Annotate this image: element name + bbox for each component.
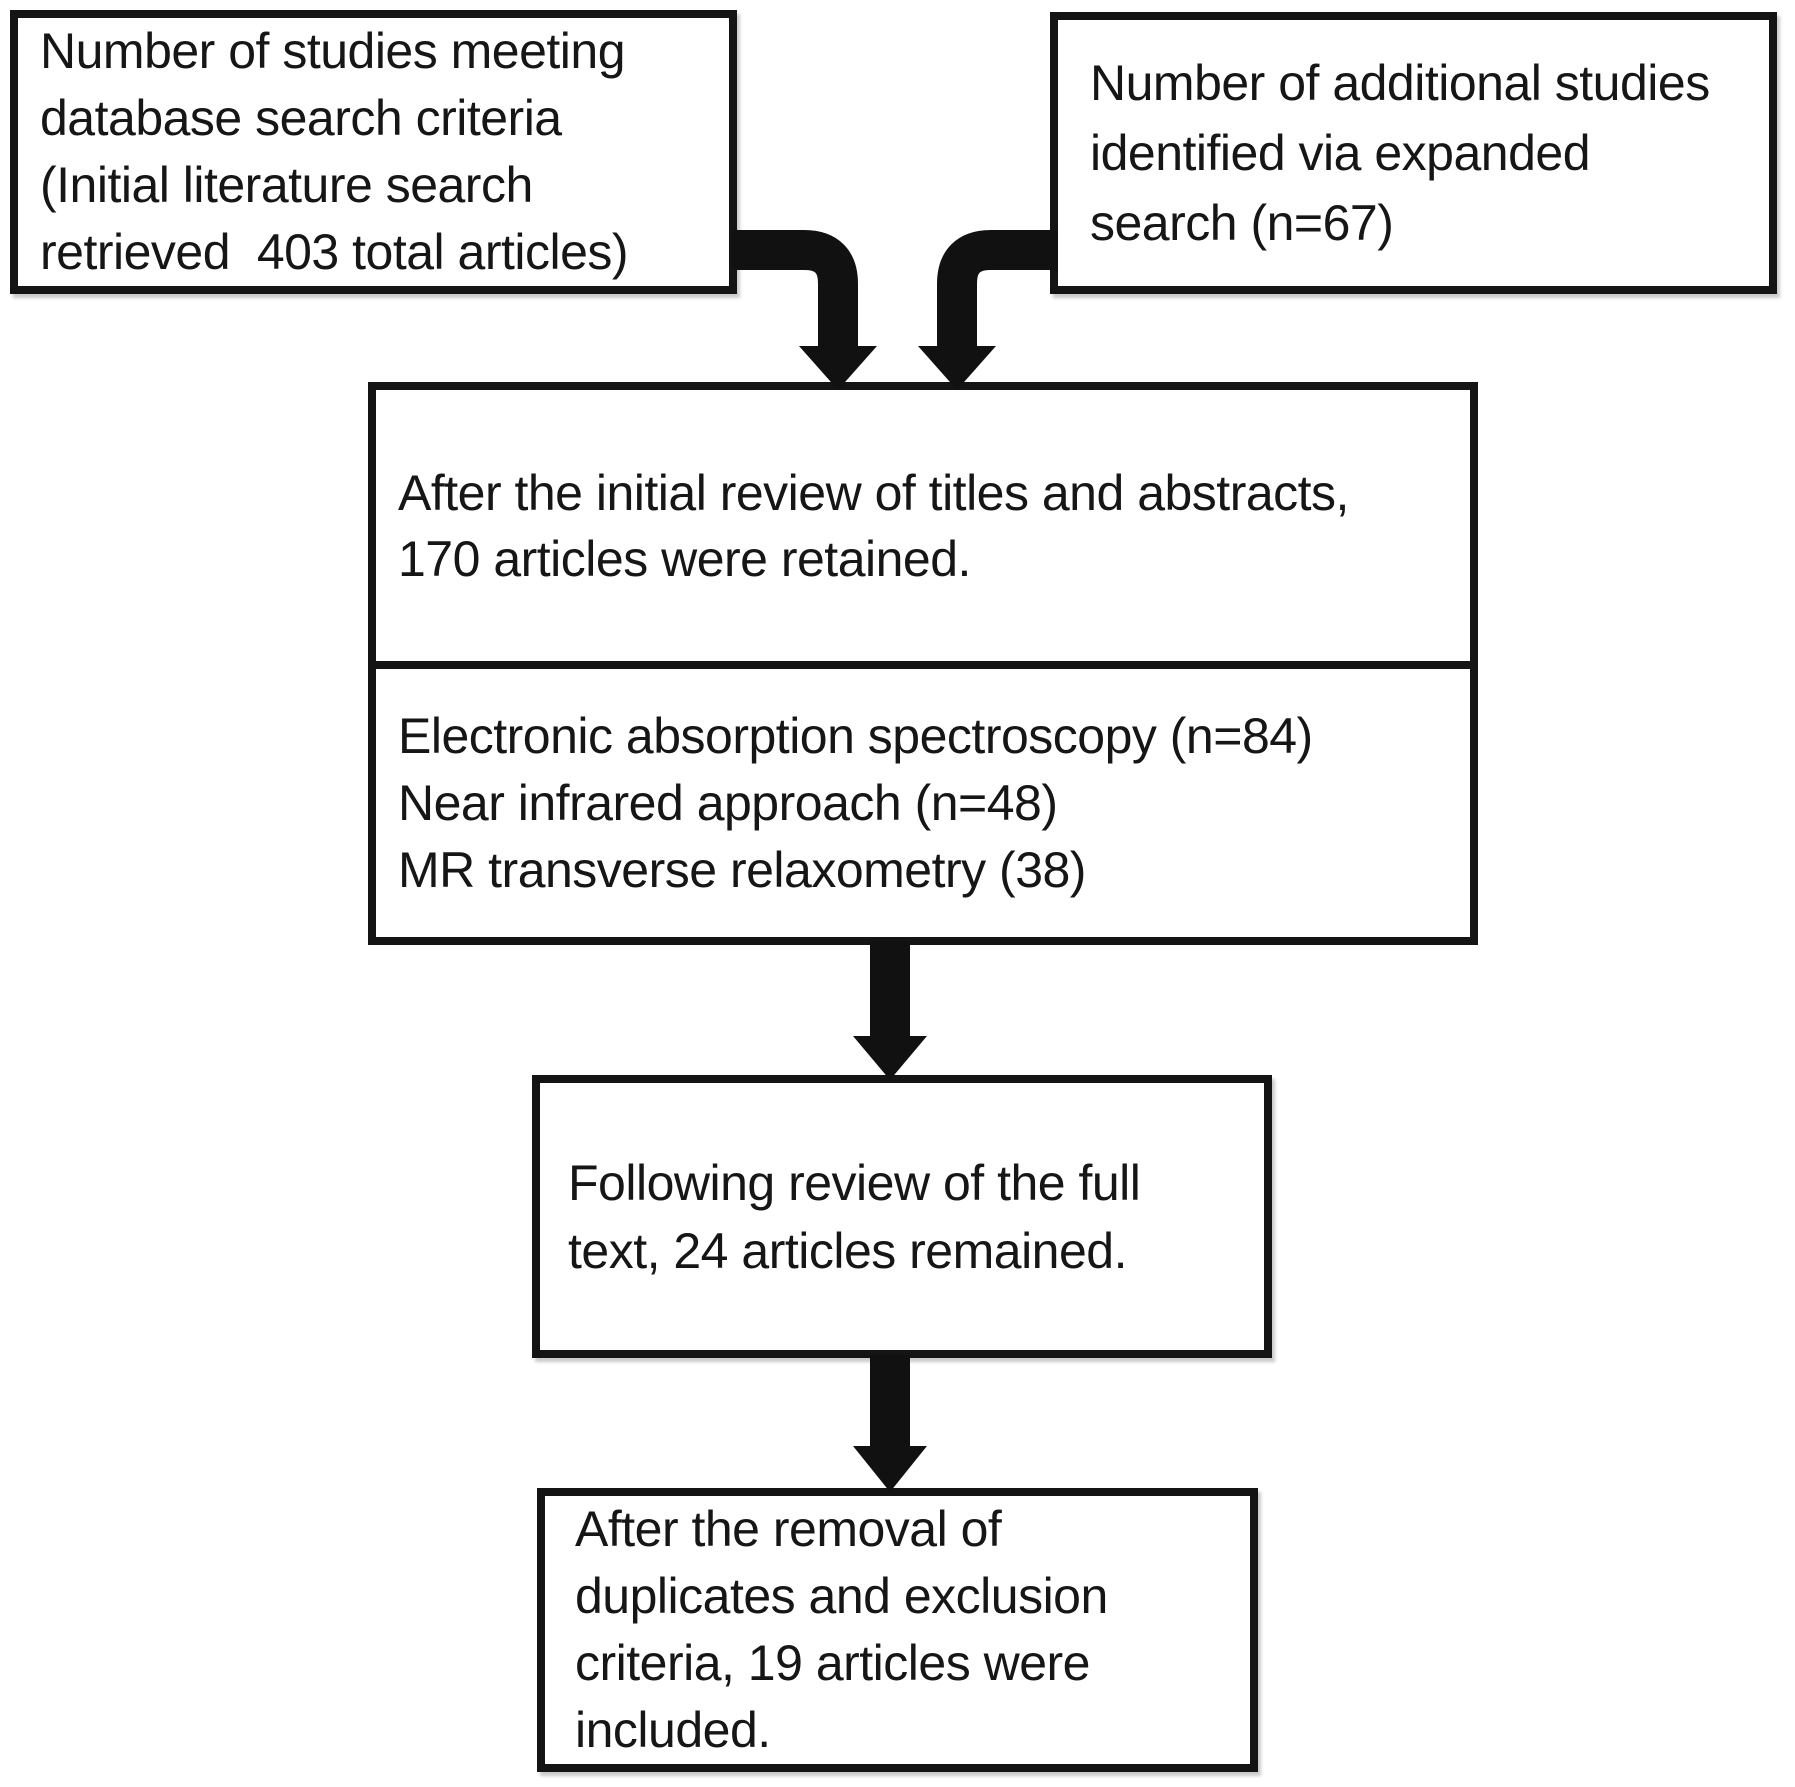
box-database-search-line: retrieved 403 total articles) bbox=[40, 224, 629, 280]
arrow-database-to-review bbox=[732, 230, 877, 390]
arrow-expanded-to-review bbox=[918, 230, 1058, 390]
box-fulltext-review-line: Following review of the full bbox=[568, 1154, 1141, 1211]
box-expanded-search-line: Number of additional studies bbox=[1090, 55, 1710, 111]
section-articles-retained-line: 170 articles were retained. bbox=[398, 530, 971, 587]
box-database-search: Number of studies meeting database searc… bbox=[10, 10, 737, 294]
box-fulltext-review-line: text, 24 articles remained. bbox=[568, 1222, 1128, 1279]
section-modality-counts-line: Near infrared approach (n=48) bbox=[398, 774, 1058, 831]
box-included-line: included. bbox=[575, 1702, 771, 1758]
box-fulltext-review: Following review of the full text, 24 ar… bbox=[532, 1075, 1272, 1358]
box-included-line: criteria, 19 articles were bbox=[575, 1635, 1090, 1691]
box-expanded-search: Number of additional studies identified … bbox=[1050, 12, 1777, 294]
box-database-search-line: database search criteria bbox=[40, 90, 562, 146]
section-modality-counts-line: MR transverse relaxometry (38) bbox=[398, 841, 1086, 898]
box-included-line: duplicates and exclusion bbox=[575, 1568, 1108, 1624]
box-included-line: After the removal of bbox=[575, 1501, 1002, 1557]
box-database-search-line: (Initial literature search bbox=[40, 157, 533, 213]
section-articles-retained-line: After the initial review of titles and a… bbox=[398, 464, 1349, 521]
section-modality-counts-line: Electronic absorption spectroscopy (n=84… bbox=[398, 707, 1313, 764]
section-modality-counts: Electronic absorption spectroscopy (n=84… bbox=[376, 669, 1470, 937]
section-articles-retained: After the initial review of titles and a… bbox=[376, 390, 1470, 669]
box-database-search-line: Number of studies meeting bbox=[40, 23, 626, 79]
arrow-fulltext-to-included bbox=[853, 1355, 927, 1492]
arrow-review-to-fulltext bbox=[853, 941, 927, 1080]
box-initial-review: After the initial review of titles and a… bbox=[368, 382, 1478, 945]
box-expanded-search-line: search (n=67) bbox=[1090, 195, 1394, 251]
box-expanded-search-line: identified via expanded bbox=[1090, 125, 1591, 181]
box-included: After the removal of duplicates and excl… bbox=[537, 1488, 1258, 1772]
